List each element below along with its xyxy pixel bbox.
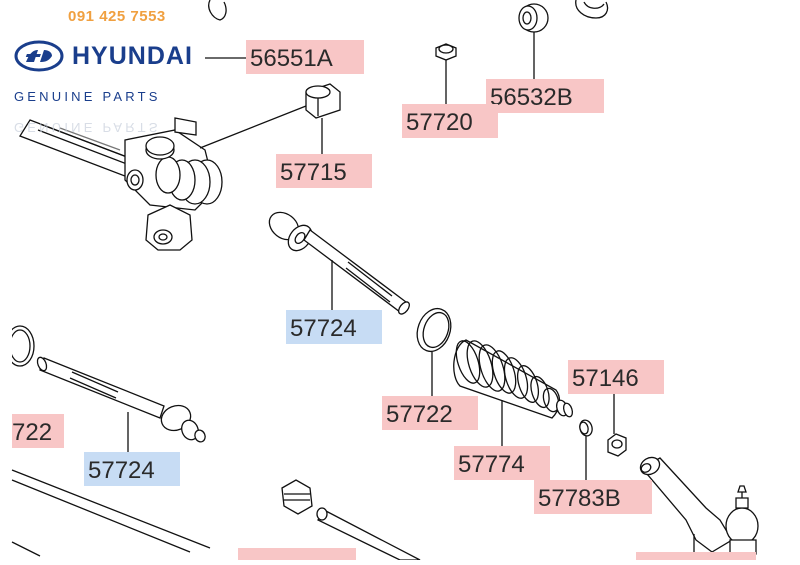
label-text: 57783B: [538, 485, 621, 512]
label-text: 56551A: [250, 45, 333, 72]
left-clamp-fragment: [12, 325, 35, 367]
label-text: 57774: [458, 451, 525, 478]
label-57722[interactable]: 57722: [382, 396, 478, 430]
label-text: 56532B: [490, 84, 573, 111]
label-text: 57715: [280, 159, 347, 186]
bellows-boot-57774: [453, 339, 574, 419]
nut-57146: [607, 433, 627, 457]
label-text: 57724: [290, 315, 357, 342]
label-text: 57146: [572, 365, 639, 392]
label-bottom-clipped-left: [238, 548, 356, 560]
label-56532B[interactable]: 56532B: [486, 79, 604, 113]
nut-57720: [435, 43, 457, 61]
phone-number: 091 425 7553: [68, 8, 166, 25]
label-57724-lower[interactable]: 57724: [84, 452, 180, 486]
label-57722-left-clipped[interactable]: 722: [12, 414, 64, 448]
label-57774[interactable]: 57774: [454, 446, 550, 480]
bottom-gear-fragment: [281, 479, 313, 515]
brand-block: HYUNDAI GENUINE PARTS GENUINE PARTS: [14, 38, 204, 138]
label-57715[interactable]: 57715: [276, 154, 372, 188]
steering-gear-housing: [19, 117, 223, 251]
bottom-left-rod: [11, 469, 211, 557]
label-57783B[interactable]: 57783B: [534, 480, 652, 514]
leader-lines: [127, 32, 695, 560]
clamp-57722: [416, 307, 452, 353]
label-text: 57722: [386, 401, 453, 428]
top-edge-fragments: [208, 0, 609, 21]
tie-rod-lower: [36, 356, 206, 443]
label-57724-upper[interactable]: 57724: [286, 310, 382, 344]
label-57720[interactable]: 57720: [402, 104, 498, 138]
tie-rod-upper: [268, 211, 410, 315]
brand-name: HYUNDAI: [72, 42, 193, 70]
part-labels: 56551A 56532B 57720 57715 57724 57724 57…: [12, 40, 756, 560]
brand-tagline: GENUINE PARTS: [14, 89, 161, 104]
label-text: 722: [12, 419, 52, 446]
label-bottom-clipped-right: [636, 552, 756, 560]
brand-tagline-reflection: GENUINE PARTS: [14, 120, 161, 135]
label-text: 57724: [88, 457, 155, 484]
nut-57783B: [579, 419, 593, 437]
bushing-57715: [305, 83, 341, 119]
label-57146[interactable]: 57146: [568, 360, 664, 394]
tie-rod-end: [639, 456, 759, 555]
label-text: 57720: [406, 109, 473, 136]
hyundai-logo-icon: [14, 40, 64, 72]
ring-56532B: [518, 3, 549, 33]
label-56551A[interactable]: 56551A: [246, 40, 364, 74]
